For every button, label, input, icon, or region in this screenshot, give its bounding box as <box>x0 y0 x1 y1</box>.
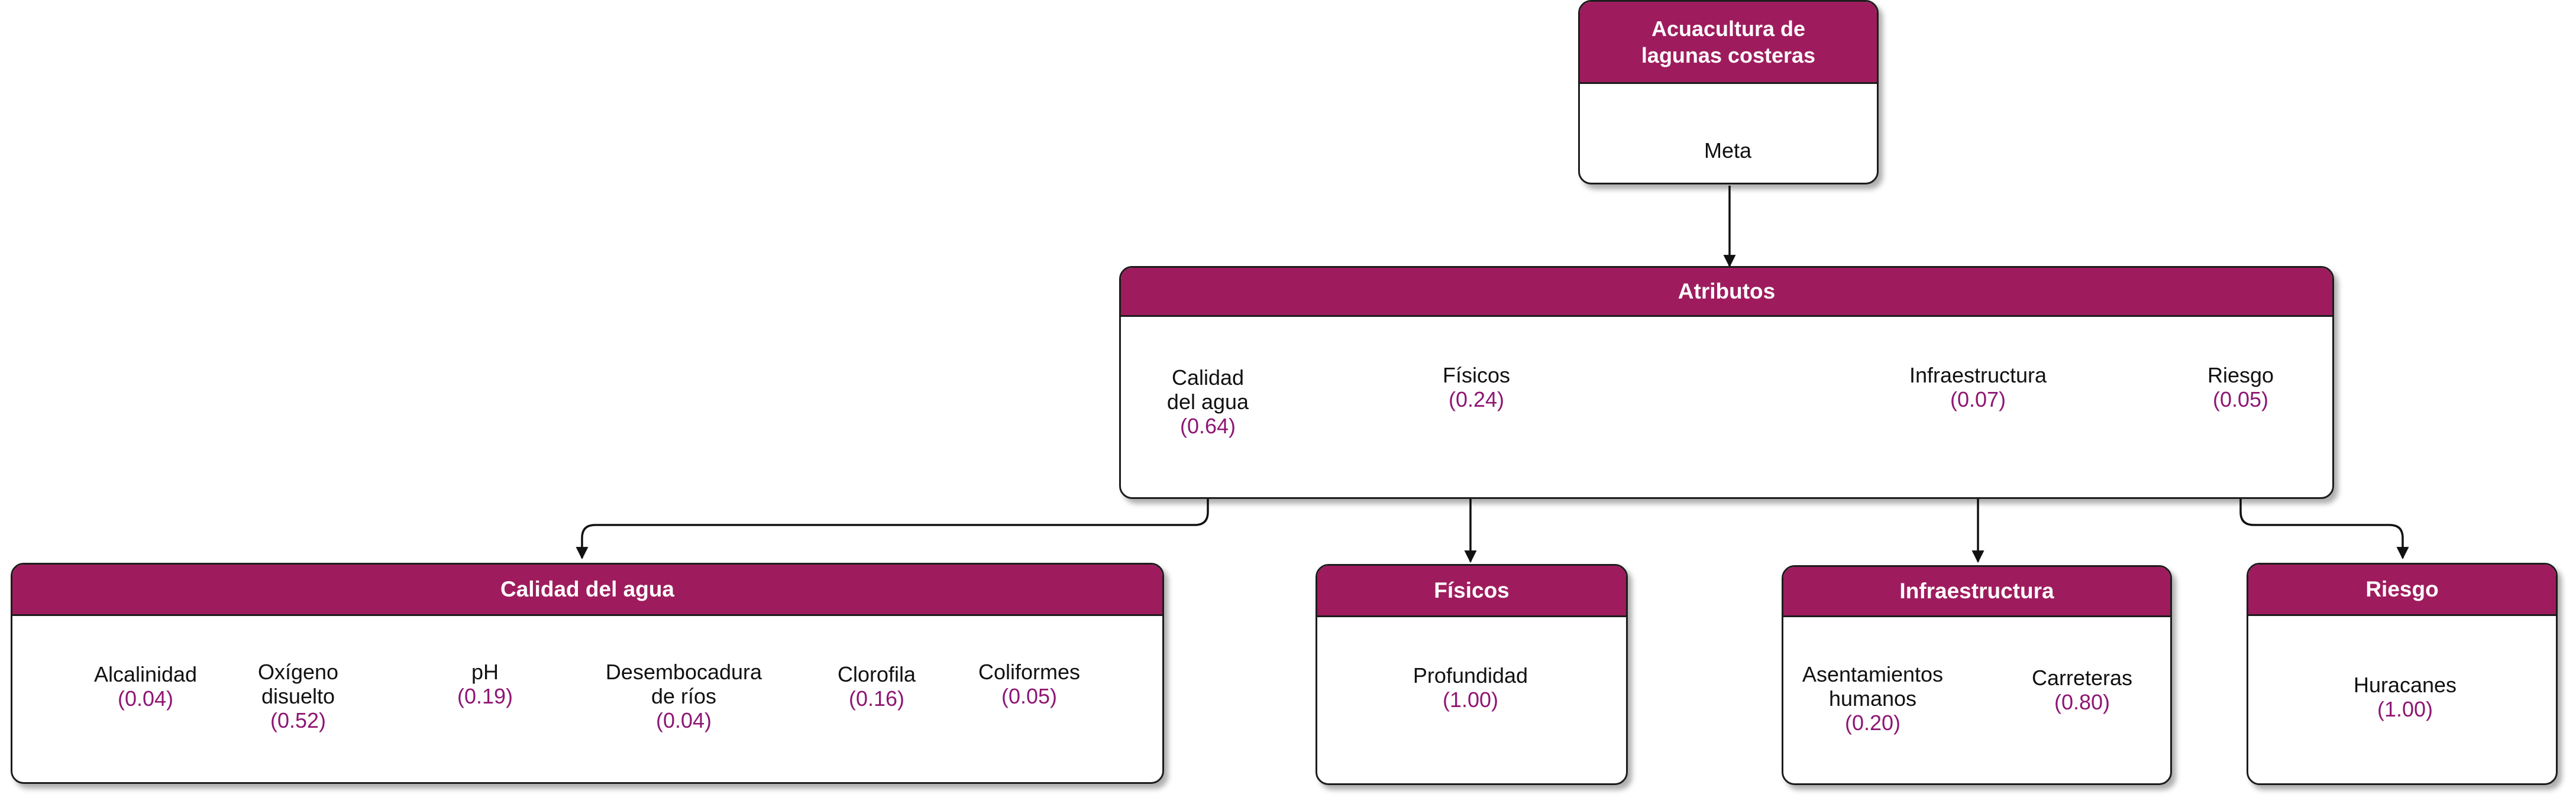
subgroup-infraestructura-box: Infraestructura <box>1782 565 2172 785</box>
criterion-asentamientos-line1: Asentamientos <box>1802 662 1944 686</box>
criterion-desembocadura-line1: Desembocadura <box>605 660 762 684</box>
goal-header: Acuacultura de lagunas costeras <box>1580 2 1877 84</box>
criterion-coliformes-weight: (0.05) <box>1001 684 1058 708</box>
criterion-coliformes: Coliformes (0.05) <box>978 660 1080 708</box>
criterion-oxigeno-line1: Oxígeno <box>257 660 339 684</box>
subgroup-calidad-title: Calidad del agua <box>500 576 674 601</box>
attribute-calidad-weight: (0.64) <box>1179 414 1236 438</box>
criterion-asentamientos-line2: humanos <box>1828 686 1917 711</box>
attribute-fisicos-label: Físicos <box>1442 363 1511 387</box>
arrow-attr-calidad <box>576 473 1209 560</box>
criterion-asentamientos-weight: (0.20) <box>1844 711 1901 735</box>
criterion-clorofila: Clorofila (0.16) <box>838 662 916 711</box>
criterion-profundidad-label: Profundidad <box>1413 663 1528 688</box>
subgroup-calidad-header: Calidad del agua <box>12 565 1162 616</box>
criterion-alcalinidad-label: Alcalinidad <box>93 662 198 686</box>
attribute-calidad-line2: del agua <box>1166 390 1249 414</box>
attribute-riesgo-label: Riesgo <box>2207 363 2274 387</box>
attribute-infraestructura-label: Infraestructura <box>1909 363 2047 387</box>
criterion-profundidad-weight: (1.00) <box>1442 688 1499 712</box>
attribute-fisicos: Físicos (0.24) <box>1443 363 1510 411</box>
goal-label: Meta <box>1704 138 1752 163</box>
criterion-ph: pH (0.19) <box>457 660 513 708</box>
subgroup-riesgo-title: Riesgo <box>2365 576 2439 601</box>
criterion-carreteras: Carreteras (0.80) <box>2032 666 2132 714</box>
criterion-desembocadura-weight: (0.04) <box>655 708 712 732</box>
arrow-attr-riesgo <box>2239 473 2409 560</box>
criterion-ph-weight: (0.19) <box>457 684 513 708</box>
subgroup-fisicos-title: Físicos <box>1434 578 1510 602</box>
criterion-huracanes-label: Huracanes <box>2353 673 2457 697</box>
attribute-infraestructura: Infraestructura (0.07) <box>1909 363 2047 411</box>
criterion-ph-label: pH <box>471 660 499 684</box>
criterion-clorofila-weight: (0.16) <box>848 686 905 711</box>
subgroup-calidad-box: Calidad del agua <box>11 563 1164 784</box>
subgroup-fisicos-header: Físicos <box>1317 566 1626 617</box>
criterion-alcalinidad-weight: (0.04) <box>117 686 174 711</box>
attribute-infraestructura-weight: (0.07) <box>1950 387 2006 411</box>
subgroup-riesgo-header: Riesgo <box>2248 565 2556 616</box>
criterion-oxigeno-line2: disuelto <box>261 684 335 708</box>
goal-title-line1: Acuacultura de <box>1651 17 1806 41</box>
attribute-riesgo-weight: (0.05) <box>2212 387 2269 411</box>
attribute-calidad: Calidad del agua (0.64) <box>1167 365 1249 438</box>
subgroup-infraestructura-title: Infraestructura <box>1899 578 2054 603</box>
criterion-huracanes: Huracanes (1.00) <box>2354 673 2457 721</box>
criterion-clorofila-label: Clorofila <box>837 662 916 686</box>
criterion-oxigeno: Oxígeno disuelto (0.52) <box>258 660 338 732</box>
attribute-calidad-line1: Calidad <box>1171 365 1245 390</box>
criterion-carreteras-weight: (0.80) <box>2054 690 2110 714</box>
subgroup-riesgo-box: Riesgo <box>2247 563 2558 785</box>
criterion-desembocadura: Desembocadura de ríos (0.04) <box>606 660 762 732</box>
goal-title-line2: lagunas costeras <box>1641 43 1816 67</box>
subgroup-infraestructura-header: Infraestructura <box>1783 567 2170 617</box>
criterion-alcalinidad: Alcalinidad (0.04) <box>94 662 197 711</box>
criterion-huracanes-weight: (1.00) <box>2377 697 2433 721</box>
attributes-title: Atributos <box>1678 278 1776 303</box>
attribute-fisicos-weight: (0.24) <box>1448 387 1505 411</box>
criterion-profundidad: Profundidad (1.00) <box>1413 663 1528 712</box>
criterion-carreteras-label: Carreteras <box>2031 666 2133 690</box>
attributes-header: Atributos <box>1121 268 2332 317</box>
criterion-desembocadura-line2: de ríos <box>651 684 717 708</box>
attribute-riesgo: Riesgo (0.05) <box>2207 363 2274 411</box>
subgroup-fisicos-box: Físicos <box>1316 564 1628 785</box>
attributes-box: Atributos <box>1119 266 2334 499</box>
goal-box: Acuacultura de lagunas costeras <box>1578 0 1879 184</box>
criterion-asentamientos: Asentamientos humanos (0.20) <box>1802 662 1943 735</box>
criterion-oxigeno-weight: (0.52) <box>270 708 327 732</box>
criterion-coliformes-label: Coliformes <box>978 660 1081 684</box>
